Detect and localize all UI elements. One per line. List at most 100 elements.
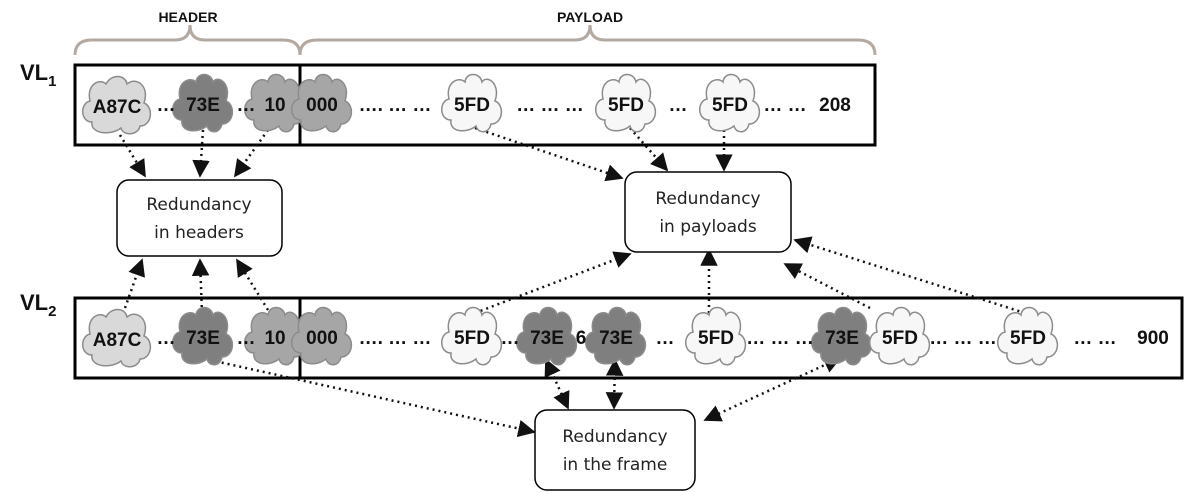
vl2-end-value: 900 — [1137, 328, 1169, 349]
cloud-label: 73E — [186, 328, 220, 349]
vl1-name: VL — [20, 60, 48, 85]
cloud-5fd: 5FD — [997, 306, 1059, 366]
box-frame-line1: Redundancy — [562, 427, 667, 447]
vl2-row: A87C 73E 10 000 5FD 73E 73E 5FD 73E 5FD … — [82, 306, 1169, 368]
vl2-sep-4: 6 — [576, 328, 587, 349]
cloud-shape — [244, 306, 306, 366]
arrow-vl2-a87c — [123, 258, 145, 309]
vl1-sep-1: … — [237, 95, 256, 116]
cloud-label: 73E — [186, 95, 220, 116]
cloud-label: A87C — [93, 97, 142, 118]
box-frame-line2: in the frame — [563, 455, 668, 475]
svg-text:VL2: VL2 — [20, 290, 56, 320]
cloud-73e: 73E — [516, 306, 578, 366]
cloud-label: 5FD — [698, 328, 734, 349]
cloud-shape — [172, 306, 234, 366]
vl1-end-value: 208 — [819, 95, 851, 116]
cloud-shape — [595, 73, 657, 133]
cloud-shape — [82, 308, 152, 368]
cloud-shape — [869, 306, 931, 366]
arrow-vl2-73e-frame — [209, 358, 536, 438]
cloud-5fd: 5FD — [685, 306, 747, 366]
vl1-sep-2: …. … … — [359, 95, 432, 116]
cloud-shape — [291, 73, 353, 133]
cloud-label: 5FD — [882, 328, 918, 349]
cloud-73e: 73E — [585, 306, 647, 366]
vl2-label: VL2 — [20, 290, 56, 320]
arrow-vl1-10 — [233, 129, 270, 178]
arrow-vl2-5fd-c — [783, 262, 871, 310]
payload-brace — [298, 24, 877, 56]
cloud-shape — [291, 306, 353, 366]
cloud-shape — [516, 306, 578, 366]
cloud-label: 5FD — [608, 95, 644, 116]
arrow-vl1-5fd-a — [474, 126, 624, 182]
vl1-sep-0: … — [157, 95, 176, 116]
cloud-000: 000 — [291, 306, 353, 366]
cloud-shape — [441, 73, 503, 133]
cloud-shape — [997, 306, 1059, 366]
arrows — [118, 126, 1026, 438]
cloud-label: 73E — [599, 328, 633, 349]
header-label: HEADER — [158, 9, 217, 25]
cloud-10: 10 — [244, 306, 306, 366]
svg-text:VL1: VL1 — [20, 60, 56, 90]
cloud-73e: 73E — [172, 73, 234, 133]
arrow-vl2-5fd-d — [793, 236, 1026, 315]
arrow-73e-c-frame — [703, 356, 842, 422]
vl2-sep-1: … — [237, 328, 256, 349]
cloud-shape — [685, 306, 747, 366]
arrow-vl1-73e — [192, 129, 210, 178]
cloud-shape — [82, 75, 152, 135]
vl1-sep-4: … — [669, 95, 688, 116]
cloud-label: A87C — [93, 330, 142, 351]
vl2-name: VL — [20, 290, 48, 315]
cloud-label: 73E — [825, 328, 859, 349]
box-payloads-line1: Redundancy — [655, 189, 760, 209]
arrow-vl2-10 — [235, 258, 270, 311]
cloud-shape — [699, 73, 761, 133]
box-headers-line2: in headers — [154, 223, 244, 243]
vl1-row: A87C 73E 10 000 5FD 5FD 5FD … … …. … … …… — [82, 73, 851, 135]
header-brace — [73, 24, 302, 56]
cloud-label: 5FD — [454, 328, 490, 349]
cloud-73e: 73E — [811, 306, 873, 366]
box-redundancy-payloads: Redundancy in payloads — [624, 171, 792, 253]
cloud-label: 73E — [530, 328, 564, 349]
cloud-5fd: 5FD — [699, 73, 761, 133]
cloud-a87c: A87C — [82, 75, 152, 135]
arrow-vl2-5fd-a — [474, 251, 632, 315]
cloud-shape — [172, 73, 234, 133]
cloud-000: 000 — [291, 73, 353, 133]
box-headers-line1: Redundancy — [146, 195, 251, 215]
box-payloads-line2: in payloads — [659, 217, 757, 237]
vl2-sub: 2 — [48, 303, 56, 320]
box-redundancy-headers: Redundancy in headers — [116, 179, 283, 257]
cloud-5fd: 5FD — [441, 73, 503, 133]
vl1-label: VL1 — [20, 60, 56, 90]
cloud-label: 5FD — [1010, 328, 1046, 349]
cloud-a87c: A87C — [82, 308, 152, 368]
vl2-sep-7: … … … — [929, 328, 997, 349]
arrow-73e-a-frame — [544, 358, 570, 410]
payload-label: PAYLOAD — [557, 9, 623, 25]
cloud-label: 5FD — [712, 95, 748, 116]
vl2-sep-8: … … — [1073, 328, 1116, 349]
arrow-73e-b-frame — [605, 358, 624, 410]
cloud-label: 000 — [306, 95, 338, 116]
cloud-label: 10 — [264, 328, 285, 349]
vl2-sep-0: … — [157, 328, 176, 349]
arrow-vl2-73e — [191, 258, 210, 314]
vl2-sep-5: … — [656, 328, 675, 349]
vl1-sep-3: … … … — [516, 95, 584, 116]
cloud-label: 10 — [264, 95, 285, 116]
vl2-sep-6: … … … — [746, 328, 814, 349]
vl2-sep-3: … — [501, 328, 520, 349]
cloud-shape — [811, 306, 873, 366]
cloud-73e: 73E — [172, 306, 234, 366]
cloud-5fd: 5FD — [869, 306, 931, 366]
cloud-10: 10 — [244, 73, 306, 133]
cloud-shape — [244, 73, 306, 133]
vl1-sub: 1 — [48, 73, 56, 90]
cloud-shape — [441, 306, 503, 366]
